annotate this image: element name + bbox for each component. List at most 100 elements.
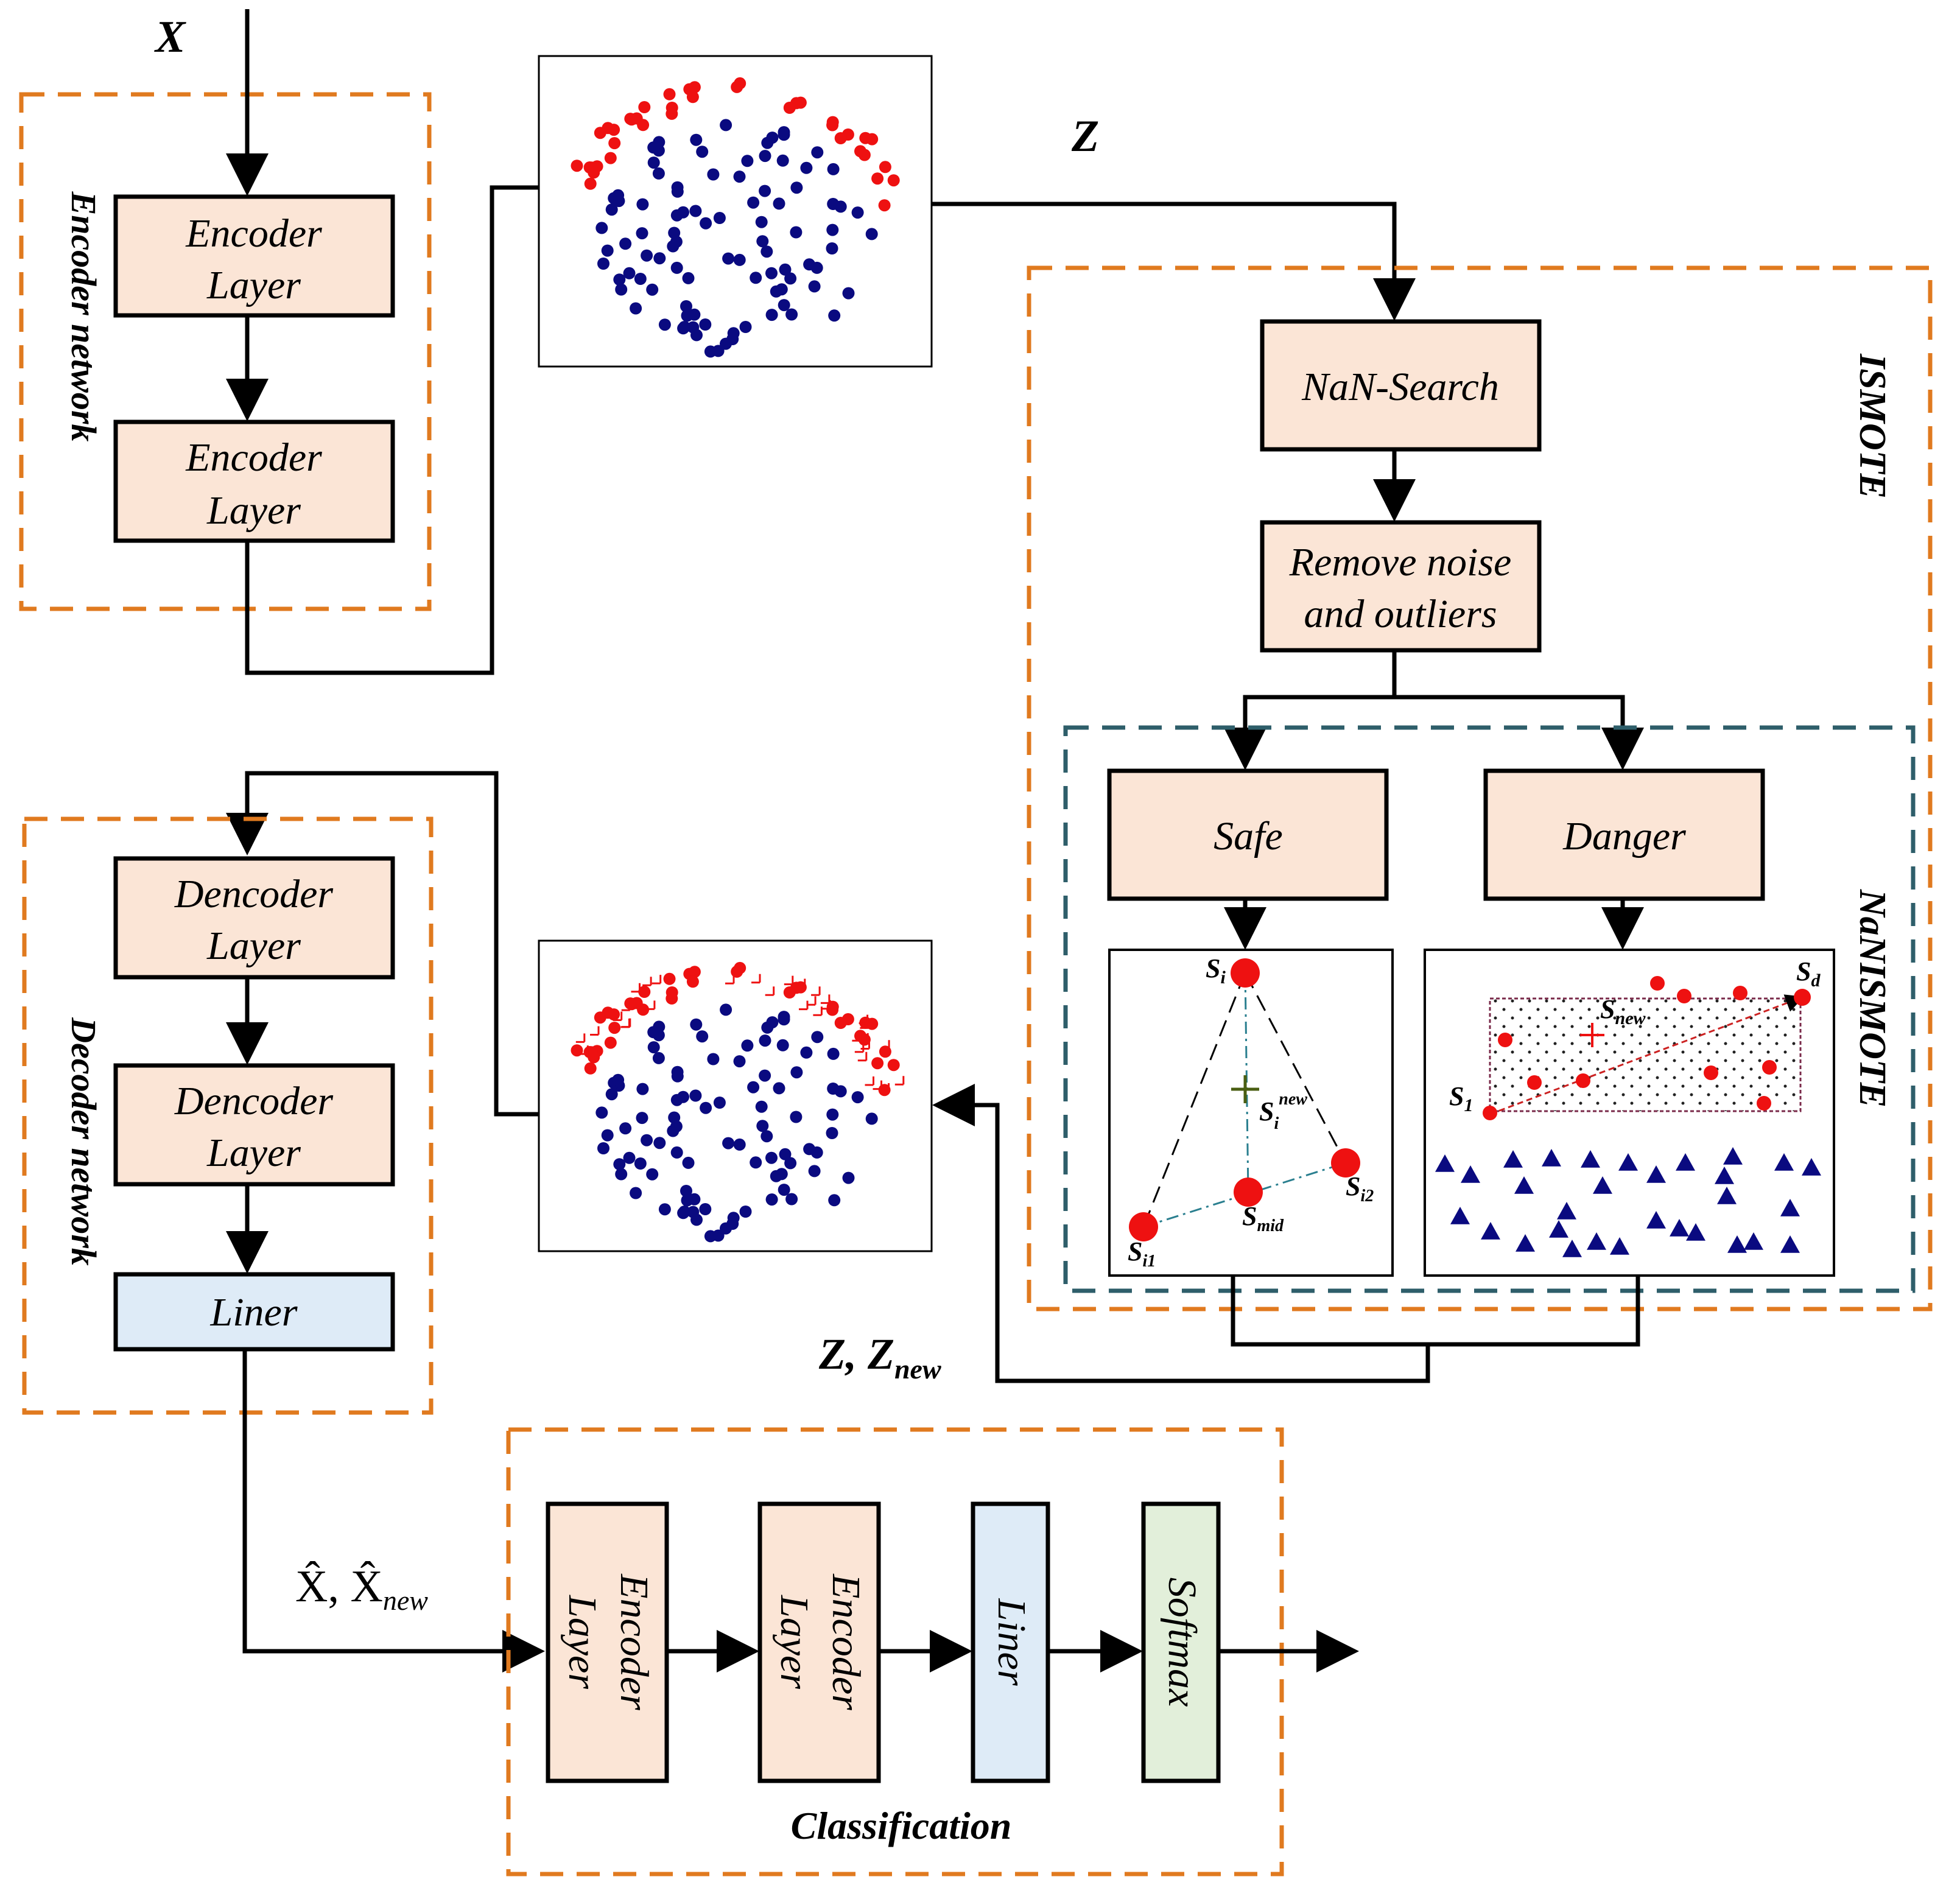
majority-point	[726, 1218, 739, 1230]
minority-point	[588, 1051, 600, 1064]
nan-search-box	[1260, 319, 1542, 452]
majority-point	[810, 1146, 823, 1159]
point-si-new	[1231, 1075, 1259, 1103]
majority-point	[647, 156, 660, 169]
majority-point	[778, 299, 790, 312]
majority-point	[759, 184, 771, 197]
danger-minority-point	[1704, 1065, 1718, 1080]
danger-majority-triangle	[1727, 1235, 1747, 1253]
minority-point	[854, 145, 866, 158]
majority-point	[808, 1165, 821, 1178]
majority-point	[790, 226, 803, 239]
safe-panel-merge-line	[1231, 1276, 1640, 1347]
synthetic-point	[725, 975, 735, 985]
danger-minority-point	[1650, 976, 1665, 991]
majority-point	[597, 258, 609, 270]
danger-majority-triangle	[1587, 1232, 1606, 1250]
minority-point	[686, 975, 699, 988]
danger-majority-triangle	[1646, 1211, 1666, 1229]
majority-point	[773, 1082, 785, 1095]
latent-scatter-bottom-points	[571, 961, 905, 1243]
danger-majority-triangle	[1503, 1150, 1523, 1168]
remove-to-branch-line	[1224, 650, 1397, 770]
minority-point	[588, 166, 600, 179]
majority-point	[759, 150, 771, 163]
ismote-frame	[1027, 265, 1933, 1311]
merge-to-scatter-arrow	[932, 1084, 1430, 1383]
majority-point	[712, 1229, 725, 1242]
synthetic-point	[642, 977, 652, 986]
danger-majority-triangle	[1802, 1158, 1821, 1176]
danger-majority-triangle	[1676, 1153, 1695, 1171]
danger-majority-triangle	[1557, 1202, 1576, 1220]
danger-label: Danger	[1562, 814, 1686, 858]
majority-point	[636, 198, 649, 211]
minority-point	[584, 177, 597, 190]
majority-point	[827, 1083, 840, 1095]
majority-point	[681, 309, 694, 322]
synthetic-point	[880, 1040, 890, 1050]
majority-point	[658, 1203, 671, 1216]
majority-point	[689, 205, 702, 217]
majority-point	[677, 1207, 690, 1220]
majority-point	[828, 309, 841, 322]
majority-point	[671, 1065, 684, 1078]
danger-majority-triangle	[1514, 1176, 1534, 1194]
nanismote-title: NaNISMOTE	[1852, 889, 1893, 1107]
majority-point	[784, 272, 797, 285]
minority-point	[887, 1059, 900, 1072]
minority-point	[783, 102, 796, 114]
majority-point	[668, 226, 681, 239]
majority-point	[612, 1073, 625, 1086]
minority-point	[879, 161, 891, 174]
scatter-to-nan-search-arrow	[932, 202, 1416, 321]
minority-point	[688, 81, 701, 94]
majority-point	[750, 1156, 762, 1169]
majority-point	[773, 197, 785, 210]
majority-point	[811, 146, 824, 159]
majority-point	[741, 155, 754, 167]
minority-point	[826, 119, 839, 132]
synthetic-point	[821, 1000, 831, 1010]
input-x-label: X	[154, 12, 186, 62]
classification-encoder-1-line2: Layer	[560, 1595, 605, 1689]
minority-point	[638, 101, 651, 113]
danger-minority-point	[1576, 1073, 1590, 1088]
minority-point	[584, 1062, 597, 1075]
point-snew	[1580, 1023, 1604, 1047]
danger-minority-points	[1483, 976, 1811, 1120]
minority-point	[638, 986, 651, 998]
majority-point	[690, 329, 703, 342]
synthetic-point	[590, 1026, 600, 1036]
classification-encoder-2-line2: Layer	[772, 1595, 817, 1689]
synthetic-point	[796, 978, 806, 988]
majority-point	[826, 1127, 838, 1139]
majority-point	[726, 333, 739, 345]
majority-point	[605, 203, 618, 216]
majority-point	[652, 1051, 665, 1064]
majority-point	[670, 261, 683, 274]
danger-majority-triangle	[1542, 1149, 1561, 1167]
synthetic-point	[621, 1002, 631, 1011]
majority-point	[756, 1120, 769, 1132]
decoder-network-frame	[22, 816, 434, 1415]
minority-point	[604, 1036, 617, 1049]
majority-point	[630, 302, 642, 315]
classification-encoder-1-line1: Encoder	[612, 1573, 656, 1710]
majority-point	[612, 189, 625, 202]
classification-softmax	[1141, 1501, 1221, 1783]
majority-point	[619, 1122, 632, 1135]
minority-point	[826, 1003, 839, 1016]
synthetic-point	[860, 1040, 870, 1050]
remove-to-danger-arrow	[1245, 695, 1644, 770]
majority-point	[707, 168, 720, 181]
majority-point	[765, 1151, 778, 1164]
minority-point	[688, 966, 701, 978]
point-si	[1231, 958, 1260, 988]
encoder-network-title: Encoder network	[64, 191, 104, 442]
danger-majority-triangle	[1618, 1153, 1638, 1171]
majority-point	[756, 235, 769, 248]
majority-point	[700, 1101, 712, 1114]
label-smid: Smid	[1242, 1201, 1284, 1235]
minority-point	[608, 137, 621, 150]
